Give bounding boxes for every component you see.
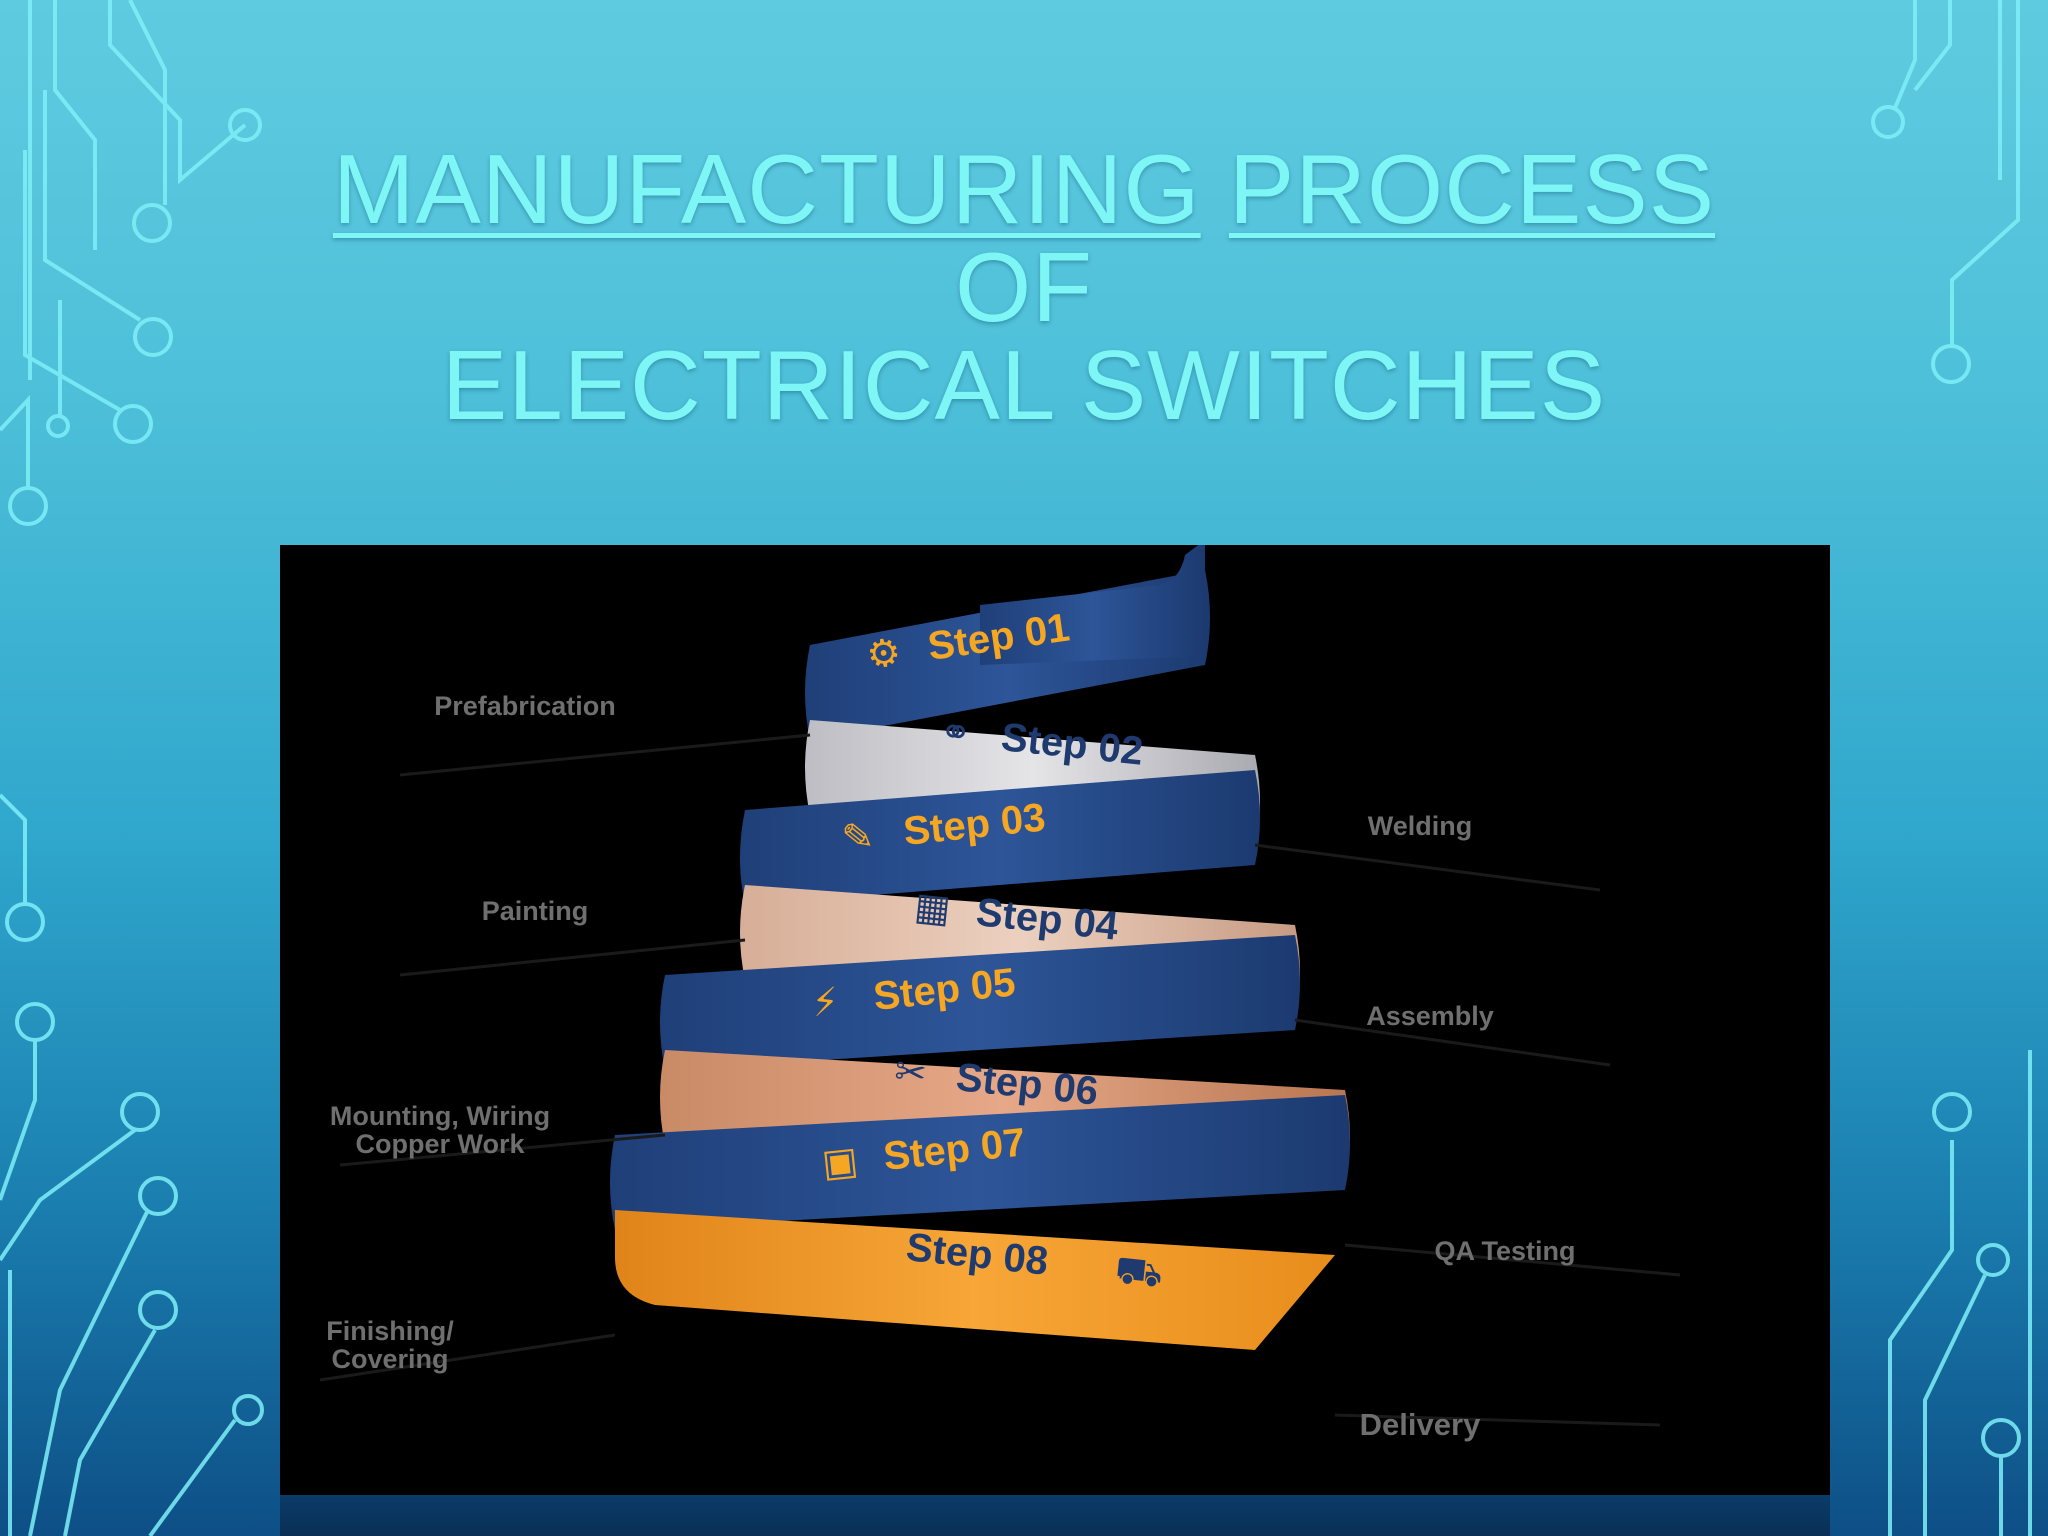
description-line: Welding (1368, 811, 1473, 841)
description-line: Delivery (1360, 1407, 1481, 1442)
title-line-1: MANUFACTURING PROCESS (0, 140, 2048, 238)
ribbon-band-7 (610, 1095, 1350, 1230)
step-description: Painting (482, 896, 589, 926)
ribbon-band-3 (740, 770, 1260, 905)
ribbon-bands (610, 545, 1350, 1350)
step-description: QA Testing (1435, 1236, 1576, 1266)
step-6: ✂Step 06 (892, 1049, 1100, 1114)
description-line: Prefabrication (434, 691, 616, 721)
ribbon-band-8 (615, 1210, 1335, 1350)
guide-line (1334, 1413, 1661, 1427)
title-word-process: PROCESS (1228, 134, 1716, 244)
truck-icon: ⛟ (1113, 1247, 1165, 1296)
guide-line (339, 1133, 666, 1167)
step-description: Delivery (1360, 1407, 1481, 1442)
gears-icon: ⚙ (864, 629, 904, 677)
guide-line (1294, 1018, 1611, 1067)
title-word-manufacturing: MANUFACTURING (332, 134, 1201, 244)
image-reflection-strip (280, 1495, 1830, 1536)
guide-lines (319, 733, 1681, 1427)
description-line: Covering (331, 1344, 448, 1374)
box-icon: ▣ (820, 1138, 860, 1186)
description-line: QA Testing (1435, 1236, 1576, 1266)
tools-icon: ✂ (892, 1049, 928, 1096)
description-line: Mounting, Wiring (330, 1101, 550, 1131)
step-description: Finishing/Covering (326, 1316, 454, 1374)
description-line: Painting (482, 896, 589, 926)
guide-line (319, 1333, 616, 1382)
description-line: Assembly (1366, 1001, 1494, 1031)
grid-blocks-icon: ▦ (912, 884, 952, 932)
guide-line (399, 938, 746, 977)
description-line: Finishing/ (326, 1316, 454, 1346)
node-link-icon: ⚭ (937, 709, 973, 756)
guide-line (1344, 1243, 1681, 1277)
step-description: Prefabrication (434, 691, 616, 721)
step-description: Assembly (1366, 1001, 1494, 1031)
title-line-2: OF (954, 232, 1094, 342)
slide-title: MANUFACTURING PROCESS OF ELECTRICAL SWIT… (0, 140, 2048, 434)
description-line: Copper Work (355, 1129, 525, 1159)
guide-line (399, 733, 811, 777)
process-ribbon-diagram: ⚙Step 01⚭Step 02✎Step 03▦Step 04⚡Step 05… (319, 545, 1681, 1442)
process-ribbon-image: ⚙Step 01⚭Step 02✎Step 03▦Step 04⚡Step 05… (280, 545, 1830, 1495)
title-line-3: ELECTRICAL SWITCHES (441, 330, 1607, 440)
paint-roller-icon: ✎ (840, 813, 876, 860)
ribbon-tail (980, 545, 1205, 665)
battery-charge-icon: ⚡ (810, 979, 841, 1026)
guide-line (1254, 843, 1601, 892)
ribbon-band-5 (660, 935, 1300, 1070)
step-description: Welding (1368, 811, 1473, 841)
